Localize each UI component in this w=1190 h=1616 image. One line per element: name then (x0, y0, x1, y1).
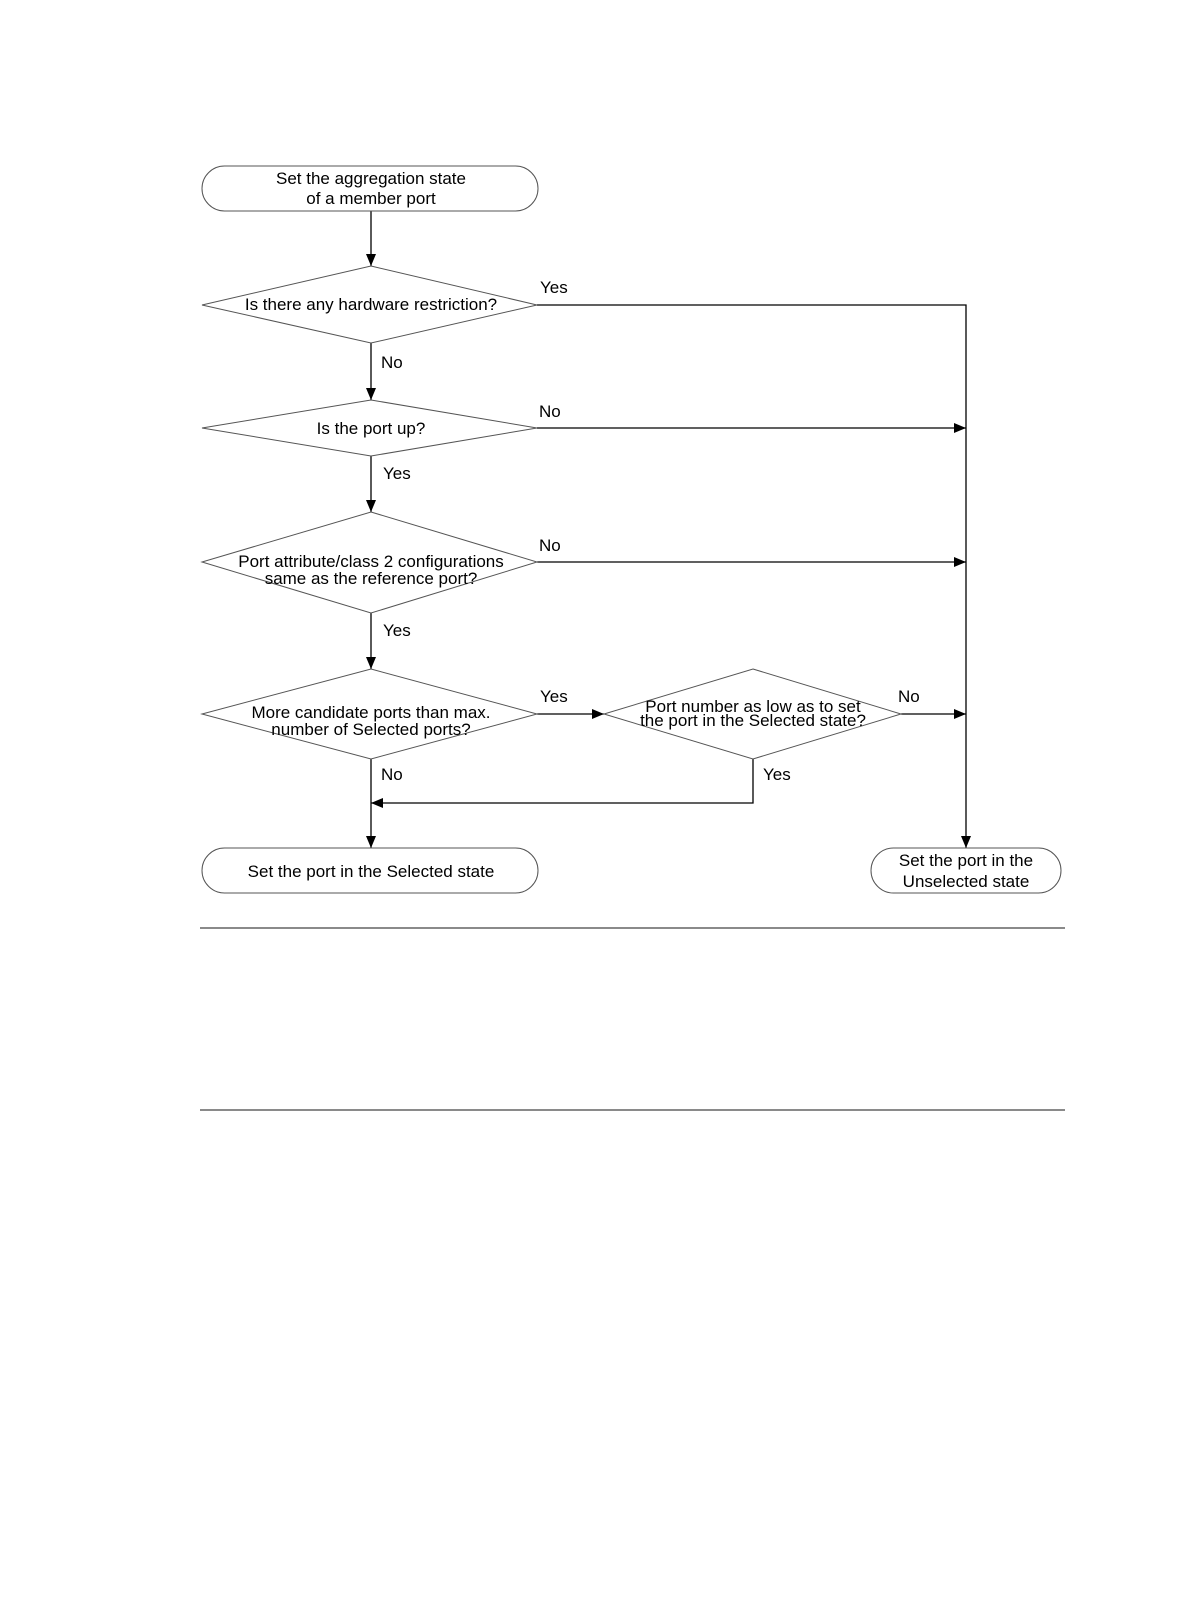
decision-hardware-restriction: Is there any hardware restriction? (201, 265, 538, 344)
label-candidates-no: No (381, 765, 403, 784)
decision-port-number: Port number as low as to set the port in… (602, 668, 903, 760)
end-unselected-terminator (870, 847, 1062, 894)
start-label-line-1: Set the aggregation state (276, 169, 466, 188)
decision-port-up: Is the port up? (201, 399, 538, 457)
decision-diamond-attribute (200, 511, 539, 614)
label-port-up-no: No (539, 402, 561, 421)
decision-port-attribute: Port attribute/class 2 configurations sa… (200, 511, 539, 614)
end-unselected-label-line-1: Set the port in the (899, 851, 1033, 870)
start-terminator (201, 165, 539, 212)
edge-hardware-yes-to-unselected (537, 304, 971, 848)
decision-diamond-port-up (201, 399, 538, 457)
end-selected-node: Set the port in the Selected state (201, 847, 539, 894)
label-candidates-yes: Yes (540, 687, 568, 706)
flowchart-edges (366, 211, 971, 848)
label-attribute-yes: Yes (383, 621, 411, 640)
edge-labels: Yes No No Yes No Yes Yes No No Yes (381, 278, 920, 784)
decision-attribute-label-line-1: Port attribute/class 2 configurations (238, 552, 504, 571)
end-unselected-label-line-2: Unselected state (903, 872, 1030, 891)
label-port-number-yes: Yes (763, 765, 791, 784)
end-selected-terminator (201, 847, 539, 894)
edge-port-number-yes-to-selected (371, 759, 754, 808)
decision-candidates-label-line-2: number of Selected ports? (271, 720, 470, 739)
decision-port-up-label: Is the port up? (317, 419, 426, 438)
decision-diamond-hardware (201, 265, 538, 344)
decision-candidate-ports: More candidate ports than max. number of… (200, 668, 539, 760)
decision-hardware-label: Is there any hardware restriction? (245, 295, 497, 314)
decision-port-number-label-line-1: Port number as low as to set (645, 697, 861, 716)
label-port-up-yes: Yes (383, 464, 411, 483)
decision-diamond-candidates (200, 668, 539, 760)
end-unselected-node: Set the port in the Unselected state (870, 847, 1062, 894)
label-port-number-no: No (898, 687, 920, 706)
decision-diamond-port-number (602, 668, 903, 760)
label-hardware-no: No (381, 353, 403, 372)
label-hardware-yes: Yes (540, 278, 568, 297)
decision-candidates-label-line-1: More candidate ports than max. (251, 703, 490, 722)
decision-attribute-label-line-2: same as the reference port? (265, 569, 478, 588)
end-selected-label: Set the port in the Selected state (248, 862, 495, 881)
decision-port-number-label-line-2: the port in the Selected state? (640, 711, 866, 730)
start-label-line-2: of a member port (306, 189, 436, 208)
start-node: Set the aggregation state of a member po… (201, 165, 539, 212)
label-attribute-no: No (539, 536, 561, 555)
